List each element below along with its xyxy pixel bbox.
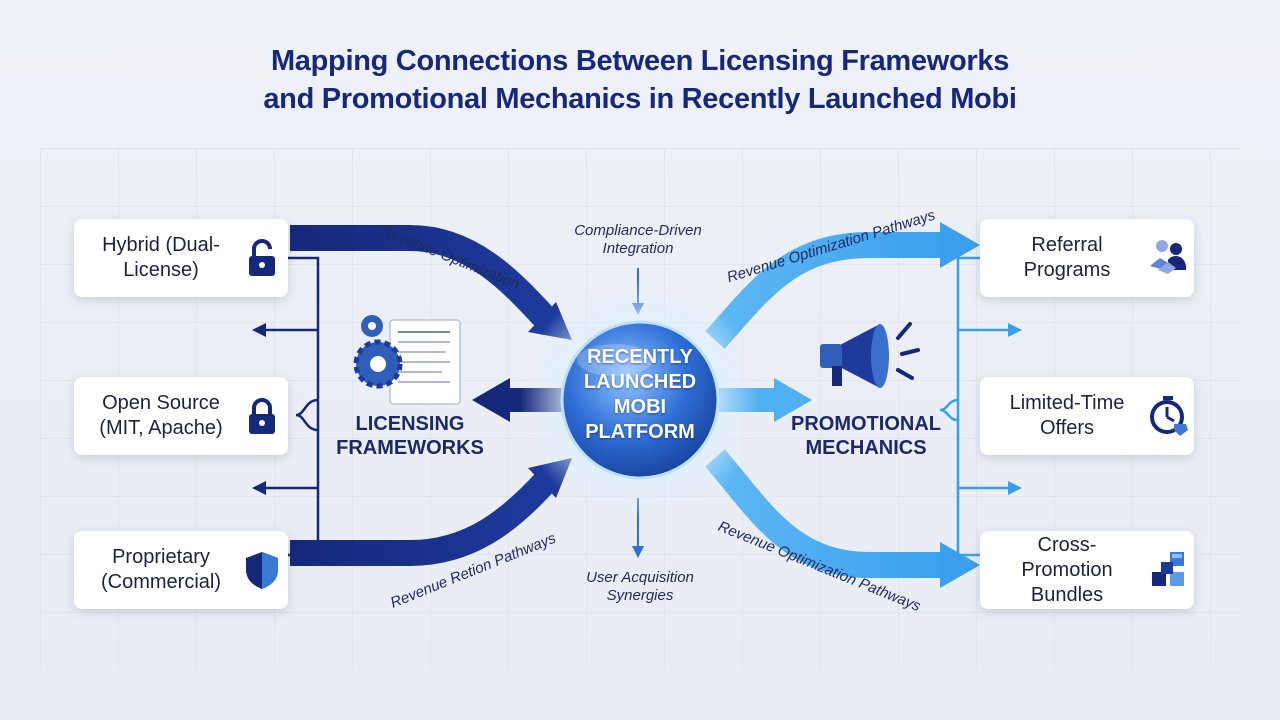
arrow-referral-head (940, 222, 980, 268)
center-sphere (520, 280, 760, 520)
card-open-source: Open Source (MIT, Apache) (74, 377, 288, 455)
megaphone-icon (820, 322, 920, 388)
handshake-people-icon (1150, 240, 1186, 274)
licensing-bracket-line (288, 256, 320, 557)
left-small-arrowheads (252, 323, 266, 495)
promotional-hub-label: Promotional Mechanics (791, 413, 941, 459)
center-platform-label: Recently Launched Mobi Platform (583, 346, 697, 443)
licensing-bracket-tip (295, 398, 319, 432)
licensing-hub-label: Licensing Frameworks (336, 413, 484, 459)
card-limited-time: Limited-Time Offers (980, 377, 1194, 455)
title-line-2: and Promotional Mechanics in Recently La… (263, 83, 1017, 115)
card-hybrid: Hybrid (Dual-License) (74, 219, 288, 297)
card-proprietary-label: Proprietary (Commercial) (101, 546, 221, 593)
arrow-proprietary-to-center (290, 473, 555, 566)
promotional-bracket-line (956, 256, 980, 557)
shield-icon (246, 552, 278, 589)
lock-icon (249, 398, 275, 434)
card-referral-label: Referral Programs (1023, 234, 1111, 281)
card-hybrid-label: Hybrid (Dual-License) (102, 234, 220, 281)
gears-document-icon (353, 315, 461, 405)
right-small-arrowheads (1008, 323, 1022, 495)
arrow-bundles-head (940, 542, 980, 588)
card-cross-promotion-label: Cross-Promotion Bundles (1021, 533, 1113, 606)
card-open-source-label: Open Source (MIT, Apache) (99, 392, 223, 439)
arrow-center-to-licensing-head (472, 378, 510, 422)
arrow-center-to-promotional-head (774, 378, 812, 422)
annotation-bottom-center: User Acquisition Synergies (586, 569, 694, 604)
page-title: Mapping Connections Between Licensing Fr… (0, 42, 1280, 118)
card-proprietary: Proprietary (Commercial) (74, 531, 288, 609)
open-lock-icon (249, 239, 275, 276)
stopwatch-tag-icon (1150, 396, 1188, 436)
cubes-icon (1152, 552, 1184, 586)
card-limited-time-label: Limited-Time Offers (1009, 392, 1125, 439)
title-line-1: Mapping Connections Between Licensing Fr… (270, 45, 1010, 77)
arrow-center-to-bundles (705, 449, 945, 578)
annotation-top-center: Compliance-Driven Integration (574, 222, 702, 257)
card-cross-promotion: Cross-Promotion Bundles (980, 531, 1194, 609)
arrow-hybrid-to-center (290, 225, 555, 327)
arrow-center-to-referral (705, 232, 945, 349)
promotional-bracket-tip (939, 398, 959, 422)
promotional-connectors (939, 256, 1010, 557)
card-referral: Referral Programs (980, 219, 1194, 297)
